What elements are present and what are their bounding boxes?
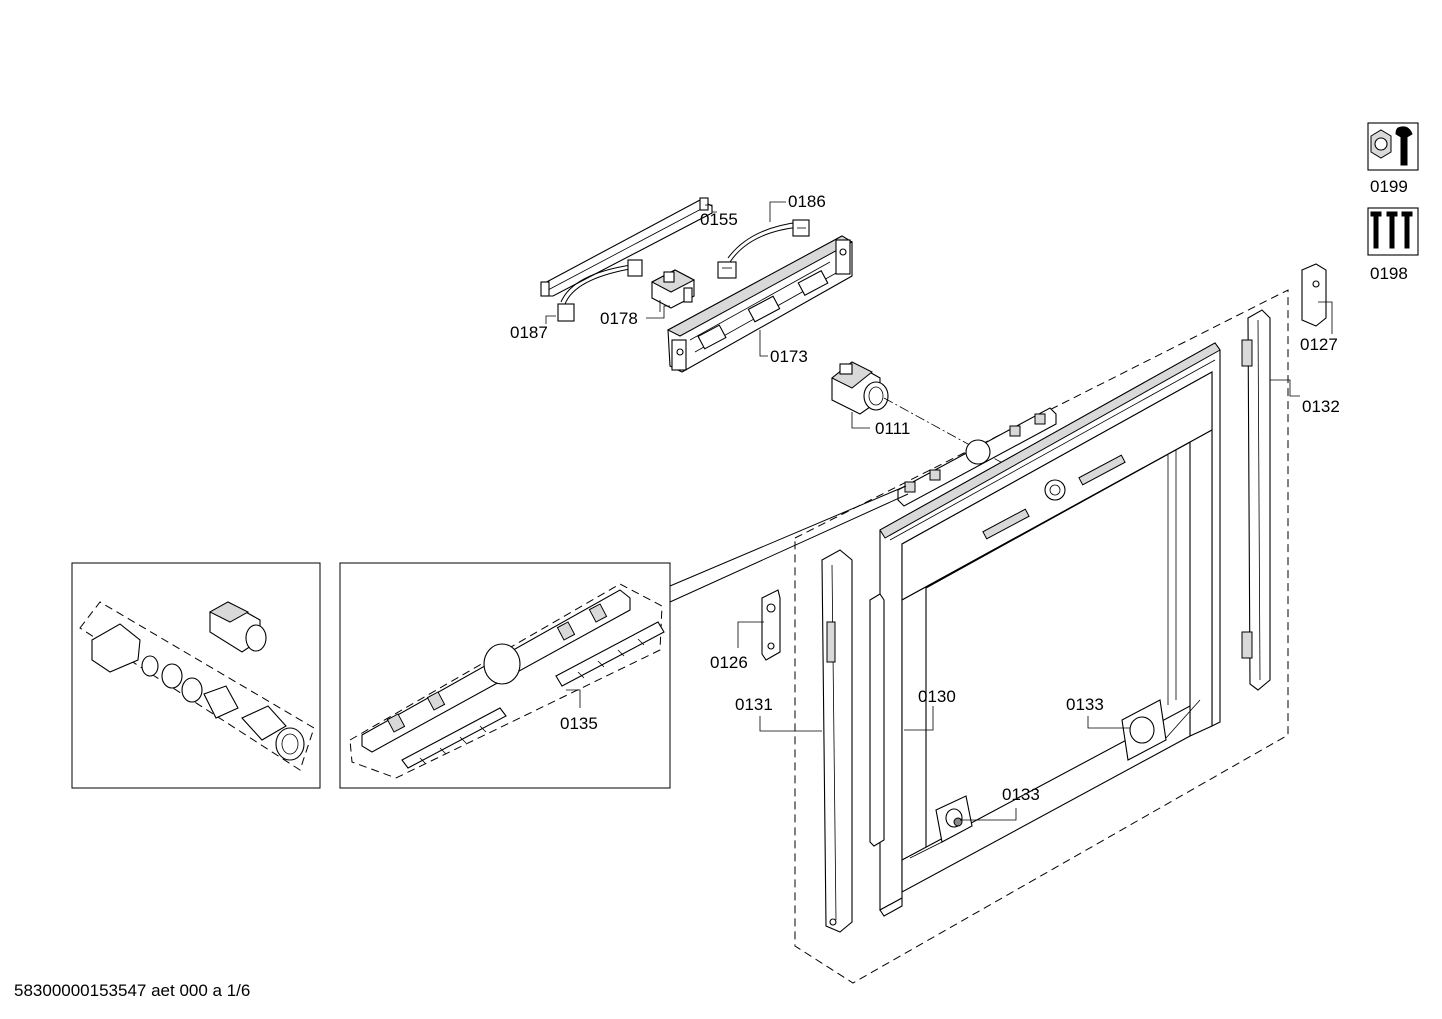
part-label-0199: 0199 [1370, 177, 1408, 196]
part-0131-left-rail[interactable] [821, 549, 853, 933]
document-id: 58300000153547 aet 000 a 1/6 [14, 981, 251, 1000]
part-label-0187: 0187 [510, 323, 548, 342]
detail-box-button-strip [339, 562, 671, 789]
part-0127-bracket[interactable] [1301, 263, 1327, 327]
part-0130-front-frame[interactable] [879, 342, 1221, 917]
part-label-0198: 0198 [1370, 264, 1408, 283]
part-frame-strip[interactable] [869, 593, 885, 847]
part-0187-wiring[interactable] [557, 259, 643, 322]
wrench-nut-icon[interactable] [1367, 122, 1419, 171]
screws-icon[interactable] [1367, 207, 1419, 256]
part-label-0173: 0173 [770, 347, 808, 366]
part-0133-bumper-upper[interactable] [1121, 699, 1201, 761]
part-label-0133-lower: 0133 [1002, 785, 1040, 804]
part-label-0133-upper: 0133 [1066, 695, 1104, 714]
part-0111-rotary-knob[interactable] [831, 361, 889, 415]
part-0132-right-rail[interactable] [1241, 309, 1271, 691]
part-label-0126: 0126 [710, 653, 748, 672]
part-label-0132: 0132 [1302, 397, 1340, 416]
part-0173-control-module[interactable] [666, 235, 854, 373]
part-label-0135: 0135 [560, 714, 598, 733]
part-label-0155: 0155 [700, 210, 738, 229]
part-label-0127: 0127 [1300, 335, 1338, 354]
detail-box-knob-exploded [71, 562, 321, 789]
knob-assembly-parts[interactable] [91, 601, 305, 761]
part-label-0178: 0178 [600, 309, 638, 328]
part-0178-switch[interactable] [650, 269, 696, 312]
part-label-0111: 0111 [875, 419, 910, 438]
part-0186-harness[interactable] [717, 219, 810, 279]
part-label-0130: 0130 [918, 687, 956, 706]
part-label-0186: 0186 [788, 192, 826, 211]
part-0126-bracket[interactable] [761, 589, 781, 661]
part-0135-button-strip-installed[interactable] [897, 407, 1057, 507]
part-0155-rail[interactable] [540, 197, 713, 297]
assembly-boundary [794, 289, 1289, 984]
part-0135-button-strip[interactable] [361, 589, 665, 769]
part-label-0131: 0131 [735, 695, 773, 714]
part-0133-bumper-lower[interactable] [909, 795, 973, 859]
